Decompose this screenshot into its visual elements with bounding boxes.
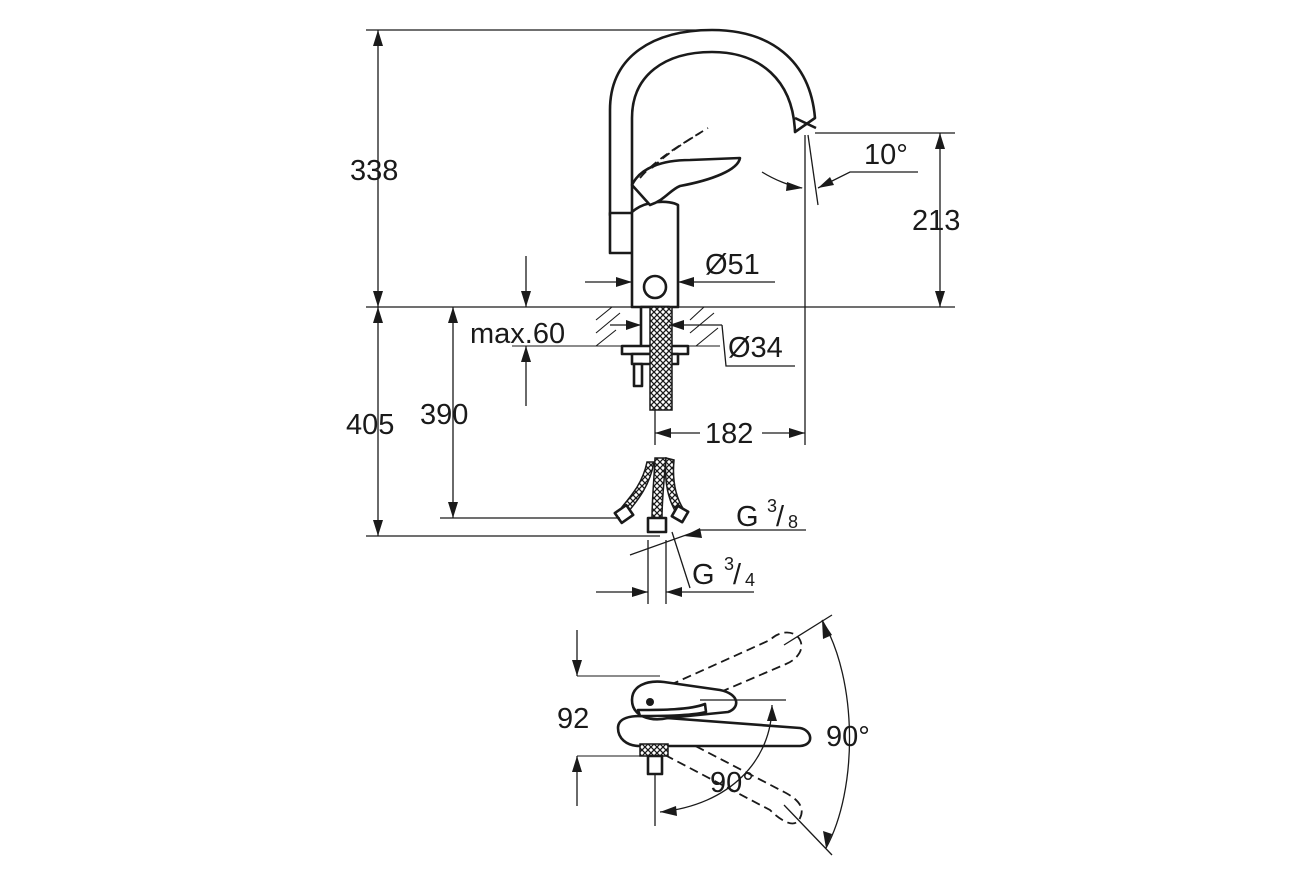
dimension-hose-390: 390: [420, 307, 620, 519]
connection-g-3-8: G 3 / 8: [629, 496, 806, 556]
dimension-swing-90: 90°: [783, 614, 870, 856]
dimension-diameter-34: Ø34: [610, 320, 795, 367]
lever-alternate-position-2: [651, 132, 701, 169]
dimension-outlet-height-213: 213: [815, 132, 960, 307]
supply-hose-right: [664, 457, 686, 516]
dimension-label-213: 213: [912, 205, 960, 237]
faucet-side-view: 338 213 10° Ø51: [346, 28, 960, 604]
lever-base: [636, 702, 708, 718]
hose-fitting-right: [670, 504, 690, 524]
connection-g34-denominator: 4: [745, 570, 755, 590]
dimension-height-338: 338: [350, 30, 398, 307]
dimension-label-10: 10°: [864, 139, 908, 171]
lever-handle: [630, 156, 742, 207]
dimension-label-92: 92: [557, 703, 589, 735]
connection-g38-prefix: G: [736, 501, 759, 533]
spout-outlet: [794, 116, 817, 130]
dimension-rotation-90: 90°: [654, 699, 786, 826]
connection-g38-denominator: 8: [788, 512, 798, 532]
lever-indicator: [646, 698, 654, 706]
dimension-label-51: Ø51: [705, 249, 760, 281]
dimension-label-34: Ø34: [728, 332, 783, 364]
lever-view-shank: [639, 743, 669, 757]
dimension-max-deck-60: max.60: [470, 256, 596, 406]
dimension-diameter-51: Ø51: [585, 249, 775, 287]
connection-g34-slash: /: [733, 559, 742, 591]
dimension-label-max60: max.60: [470, 318, 565, 350]
dimension-reach-182: 182: [654, 300, 806, 450]
dimension-angle-10: 10°: [761, 134, 918, 300]
threaded-rod: [632, 362, 644, 388]
lever-position-down: [664, 737, 803, 825]
dimension-label-90-rotation: 90°: [710, 767, 754, 799]
hose-fitting-center: [646, 516, 668, 534]
dimension-lever-height-92: 92: [557, 630, 660, 806]
supply-hose-center: [651, 457, 667, 519]
lever-view-shank-lower: [646, 754, 664, 776]
dimension-label-182: 182: [705, 418, 753, 450]
faucet-spout: [608, 28, 817, 217]
connection-g34-numerator: 3: [724, 554, 734, 574]
dimension-label-405: 405: [346, 409, 394, 441]
lever-position-up: [669, 631, 803, 706]
connection-g38-numerator: 3: [767, 496, 777, 516]
lever-detail-view: 92 90° 90°: [557, 614, 870, 856]
connection-g38-slash: /: [776, 501, 785, 533]
dimension-total-405: 405: [346, 307, 394, 536]
body-cap-circle: [642, 274, 668, 300]
dimension-label-338: 338: [350, 155, 398, 187]
supply-hoses-upper: [649, 306, 673, 411]
faucet-body: [630, 200, 680, 309]
dimension-label-390: 390: [420, 399, 468, 431]
dimension-label-90-swing: 90°: [826, 721, 870, 753]
spout-top-view: [616, 714, 812, 748]
connection-g-3-4: G 3 / 4: [596, 531, 755, 604]
connection-g34-prefix: G: [692, 559, 715, 591]
